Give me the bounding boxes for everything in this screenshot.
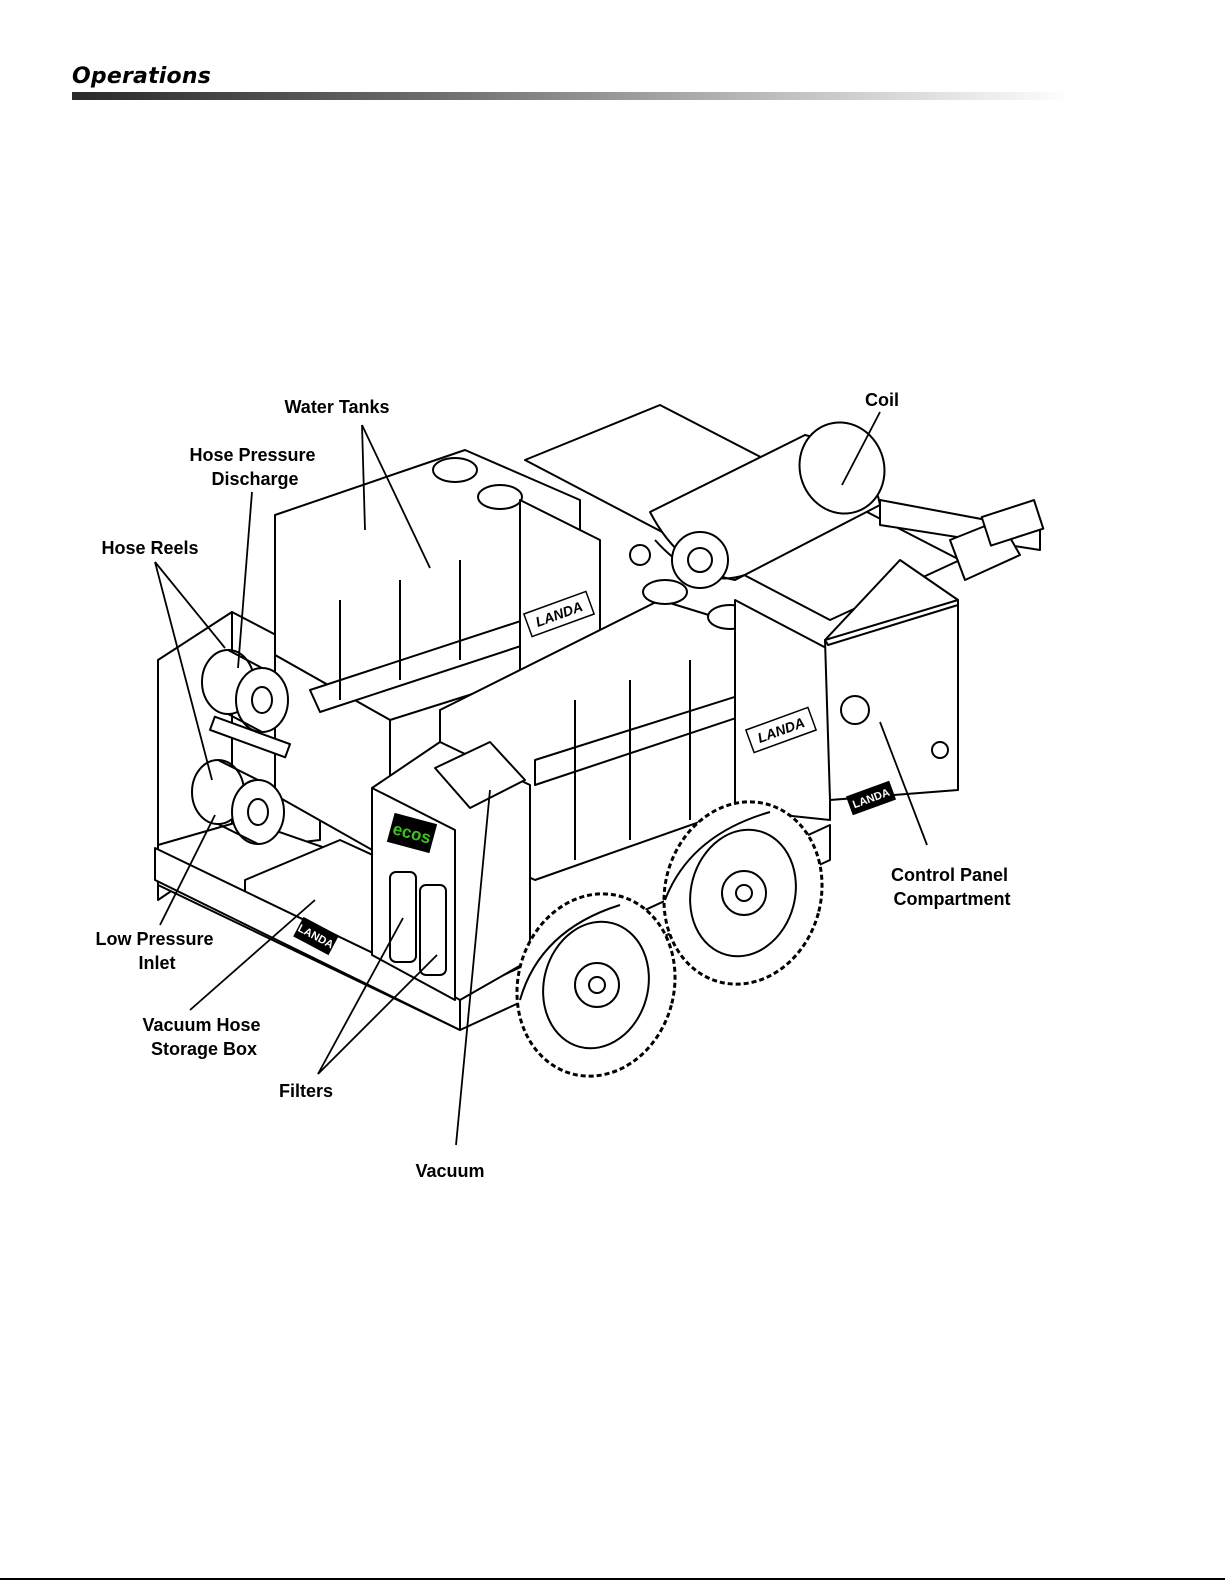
label-vacuum-hose-storage-box: Vacuum Hose Storage Box — [142, 1015, 265, 1059]
label-filters: Filters — [279, 1081, 333, 1101]
label-control-panel-compartment: Control Panel Compartment — [891, 865, 1013, 909]
label-coil: Coil — [865, 390, 899, 410]
label-vacuum-hose-line-1: Vacuum Hose — [142, 1015, 260, 1035]
label-hose-pressure-discharge: Hose Pressure Discharge — [189, 445, 320, 489]
label-control-panel-line-2: Compartment — [893, 889, 1010, 909]
label-hose-reels: Hose Reels — [101, 538, 198, 558]
filter-cabinet — [372, 742, 530, 1000]
bottom-rule — [0, 1578, 1225, 1580]
label-water-tanks: Water Tanks — [284, 397, 389, 417]
label-hose-pressure-discharge-line-2: Discharge — [211, 469, 298, 489]
label-vacuum-hose-line-2: Storage Box — [151, 1039, 257, 1059]
label-low-pressure-inlet: Low Pressure Inlet — [95, 929, 218, 973]
label-low-pressure-inlet-line-2: Inlet — [138, 953, 175, 973]
label-low-pressure-inlet-line-1: Low Pressure — [95, 929, 213, 949]
label-hose-pressure-discharge-line-1: Hose Pressure — [189, 445, 315, 465]
label-control-panel-line-1: Control Panel — [891, 865, 1008, 885]
label-vacuum: Vacuum — [415, 1161, 484, 1181]
